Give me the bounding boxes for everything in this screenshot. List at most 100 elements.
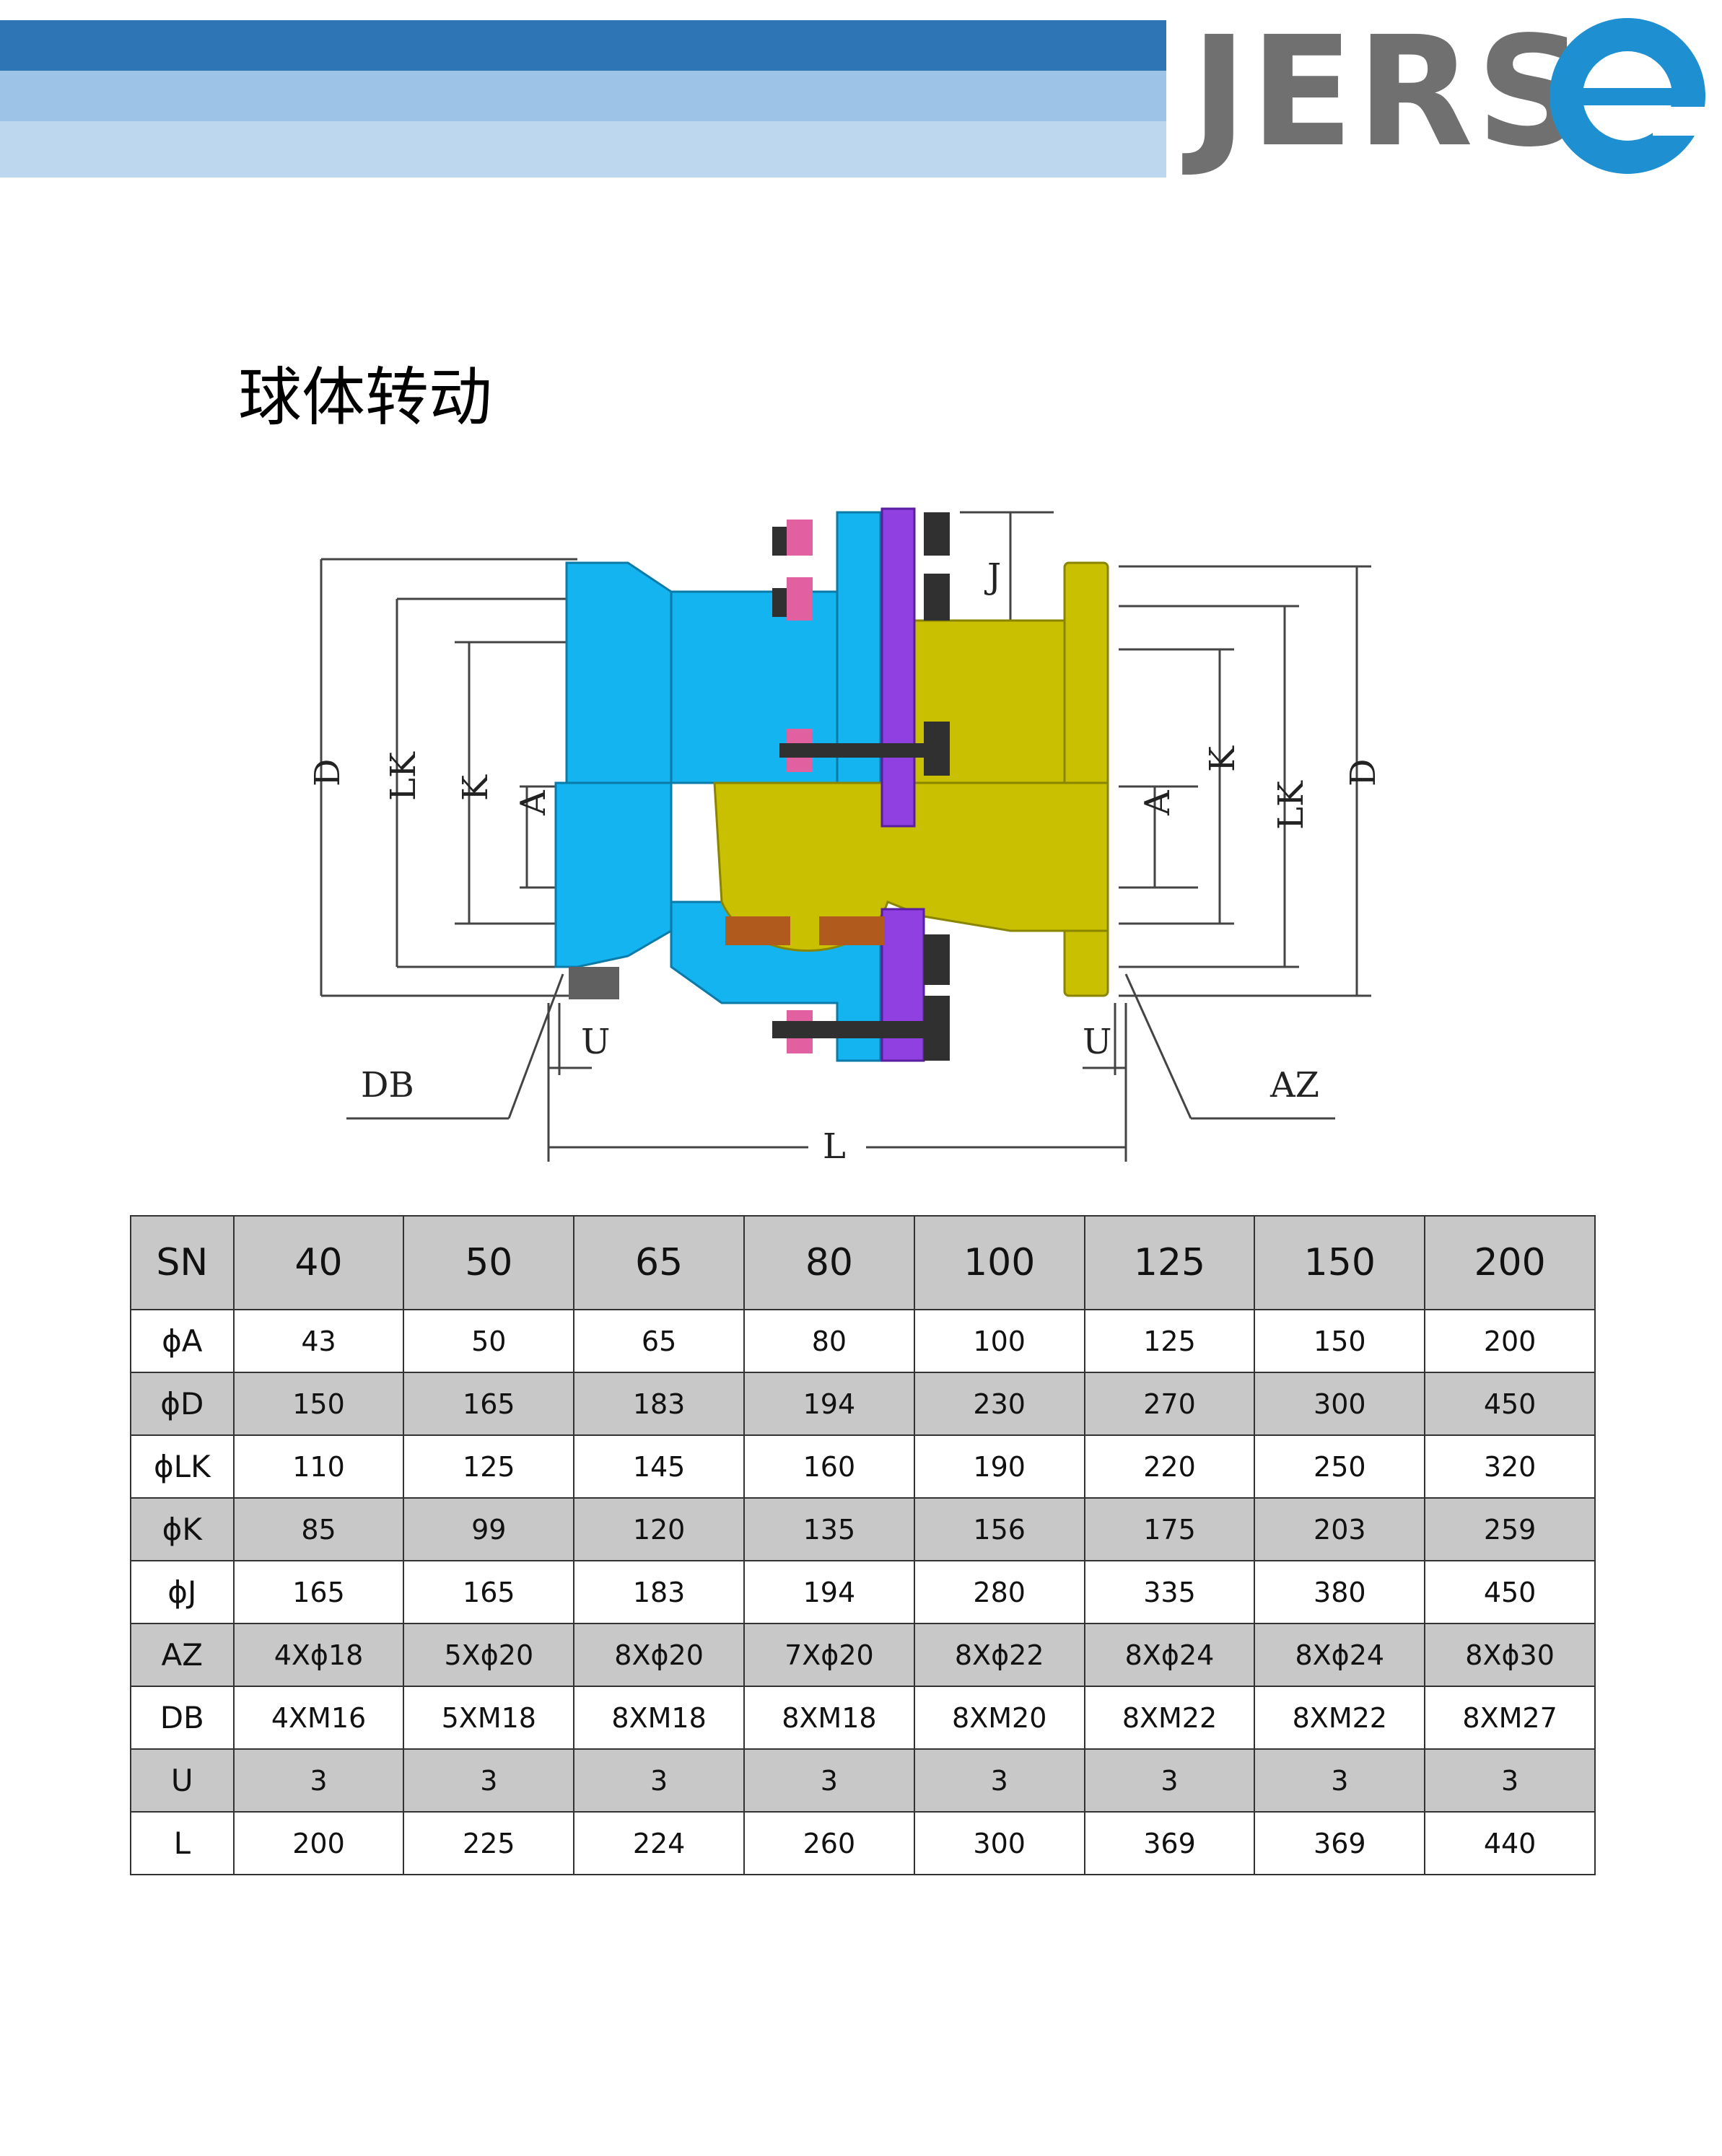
table-cell: 5XM18 bbox=[403, 1686, 575, 1750]
header-cell: 65 bbox=[573, 1215, 745, 1310]
table-cell: 8XM18 bbox=[573, 1686, 745, 1750]
table-cell: 270 bbox=[1083, 1372, 1256, 1436]
table-cell: 8XM20 bbox=[913, 1686, 1085, 1750]
table-cell: 440 bbox=[1424, 1811, 1596, 1875]
table-cell: 260 bbox=[743, 1811, 915, 1875]
header-cell: 150 bbox=[1254, 1215, 1426, 1310]
table-cell: 183 bbox=[573, 1372, 745, 1436]
row-label-cell: L bbox=[130, 1811, 235, 1875]
row-label-cell: ϕJ bbox=[130, 1560, 235, 1624]
page-title: 球体转动 bbox=[238, 360, 493, 434]
table-cell: 194 bbox=[743, 1560, 915, 1624]
table-cell: 320 bbox=[1424, 1434, 1596, 1499]
dimension-lines bbox=[320, 511, 1371, 1162]
label-AZ: AZ bbox=[1269, 1065, 1319, 1105]
table-cell: 259 bbox=[1424, 1497, 1596, 1561]
label-D-right: D bbox=[1343, 759, 1384, 786]
header-cell: 200 bbox=[1424, 1215, 1596, 1310]
label-A-right: A bbox=[1137, 789, 1178, 816]
table-cell: 150 bbox=[1254, 1309, 1426, 1373]
header-cell: 50 bbox=[403, 1215, 575, 1310]
row-label-cell: AZ bbox=[130, 1623, 235, 1687]
table-cell: 3 bbox=[743, 1748, 915, 1813]
brand-name: JERS bbox=[1191, 4, 1588, 180]
table-cell: 369 bbox=[1254, 1811, 1426, 1875]
header-band-mid bbox=[0, 71, 1166, 121]
table-cell: 8XM18 bbox=[743, 1686, 915, 1750]
table-cell: 190 bbox=[913, 1434, 1085, 1499]
table-cell: 4Xϕ18 bbox=[232, 1623, 405, 1687]
table-cell: 230 bbox=[913, 1372, 1085, 1436]
table-cell: 8XM22 bbox=[1083, 1686, 1256, 1750]
table-cell: 80 bbox=[743, 1309, 915, 1373]
brand-logo: JERS bbox=[1169, 6, 1710, 186]
table-cell: 156 bbox=[913, 1497, 1085, 1561]
table-cell: 3 bbox=[1083, 1748, 1256, 1813]
table-cell: 225 bbox=[403, 1811, 575, 1875]
table-cell: 160 bbox=[743, 1434, 915, 1499]
table-cell: 450 bbox=[1424, 1560, 1596, 1624]
row-label-cell: U bbox=[130, 1748, 235, 1813]
table-cell: 165 bbox=[403, 1372, 575, 1436]
table-cell: 200 bbox=[1424, 1309, 1596, 1373]
table-cell: 7Xϕ20 bbox=[743, 1623, 915, 1687]
table-cell: 3 bbox=[1254, 1748, 1426, 1813]
coupling-drawing: D LK K A J A K LK D U U DB AZ L bbox=[307, 507, 1384, 1167]
table-cell: 165 bbox=[403, 1560, 575, 1624]
bolts bbox=[772, 512, 950, 1061]
table-cell: 99 bbox=[403, 1497, 575, 1561]
label-L: L bbox=[823, 1126, 846, 1167]
header-band-light bbox=[0, 121, 1166, 178]
table-cell: 165 bbox=[232, 1560, 405, 1624]
table-cell: 203 bbox=[1254, 1497, 1426, 1561]
row-label-cell: ϕA bbox=[130, 1309, 235, 1373]
row-label-cell: ϕK bbox=[130, 1497, 235, 1561]
table-cell: 125 bbox=[1083, 1309, 1256, 1373]
table-cell: 150 bbox=[232, 1372, 405, 1436]
table-cell: 3 bbox=[913, 1748, 1085, 1813]
table-cell: 4XM16 bbox=[232, 1686, 405, 1750]
table-cell: 380 bbox=[1254, 1560, 1426, 1624]
table-cell: 200 bbox=[232, 1811, 405, 1875]
table-cell: 183 bbox=[573, 1560, 745, 1624]
table-cell: 8Xϕ20 bbox=[573, 1623, 745, 1687]
label-K-right: K bbox=[1202, 745, 1243, 772]
table-cell: 3 bbox=[232, 1748, 405, 1813]
row-label-cell: ϕD bbox=[130, 1372, 235, 1436]
e-logo-icon bbox=[1550, 18, 1710, 174]
table-cell: 3 bbox=[573, 1748, 745, 1813]
table-cell: 100 bbox=[913, 1309, 1085, 1373]
label-K-left: K bbox=[455, 774, 496, 801]
table-cell: 145 bbox=[573, 1434, 745, 1499]
table-cell: 369 bbox=[1083, 1811, 1256, 1875]
seal-right bbox=[819, 916, 884, 945]
table-cell: 224 bbox=[573, 1811, 745, 1875]
table-cell: 135 bbox=[743, 1497, 915, 1561]
table-cell: 280 bbox=[913, 1560, 1085, 1624]
header-cell: 80 bbox=[743, 1215, 915, 1310]
label-A-left: A bbox=[513, 789, 554, 816]
table-cell: 175 bbox=[1083, 1497, 1256, 1561]
table-cell: 8Xϕ30 bbox=[1424, 1623, 1596, 1687]
row-label-cell: ϕLK bbox=[130, 1434, 235, 1499]
seal-left bbox=[725, 916, 790, 945]
label-U-left: U bbox=[581, 1022, 610, 1062]
table-cell: 3 bbox=[403, 1748, 575, 1813]
table-cell: 335 bbox=[1083, 1560, 1256, 1624]
table-cell: 8Xϕ24 bbox=[1254, 1623, 1426, 1687]
header-cell: 40 bbox=[232, 1215, 405, 1310]
table-cell: 50 bbox=[403, 1309, 575, 1373]
header-cell: SN bbox=[130, 1215, 235, 1310]
table-cell: 194 bbox=[743, 1372, 915, 1436]
table-cell: 8Xϕ24 bbox=[1083, 1623, 1256, 1687]
header-cell: 125 bbox=[1083, 1215, 1256, 1310]
